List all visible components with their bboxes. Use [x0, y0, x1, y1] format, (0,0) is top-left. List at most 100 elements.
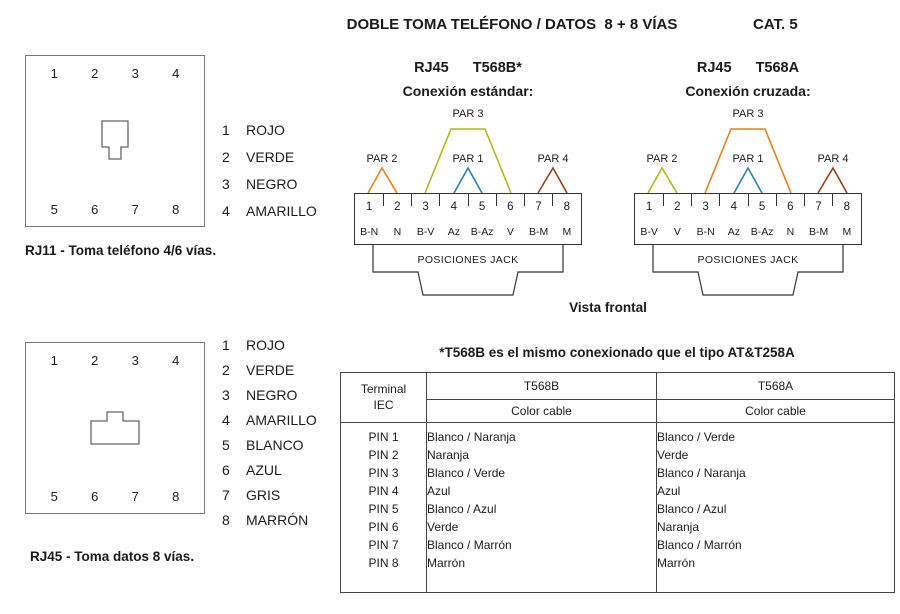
par4-label: PAR 4: [818, 153, 849, 165]
jack-pin-number: 8: [552, 194, 581, 219]
jack-pin-number: 8: [832, 194, 861, 219]
legend-pin-number: 5: [222, 436, 230, 453]
cell-pin: PIN 3: [340, 464, 427, 482]
socket-pin-number: 7: [131, 488, 139, 504]
legend-pin-number: 8: [222, 511, 230, 528]
legend-pin-number: 6: [222, 461, 230, 478]
socket-pin-number: 6: [91, 488, 99, 504]
jack-front-shape: [372, 245, 564, 296]
legend-item: 8 MARRÓN: [222, 507, 317, 532]
jack-pin-number: 3: [690, 194, 720, 219]
rj45-bottom-numbers: 5 6 7 8: [26, 479, 204, 513]
jack-pin-color-code: B-Az: [750, 225, 774, 238]
rj45-jack-shape: [90, 411, 140, 445]
socket-pin-number: 2: [91, 65, 99, 81]
jack-pin-color-code: N: [393, 225, 402, 238]
cell-t568b: Verde: [426, 518, 657, 536]
t568b-column-header: T568B: [426, 372, 657, 400]
rj45-connector: [26, 377, 204, 479]
socket-pin-number: 5: [50, 488, 58, 504]
t568b-jack-outline: POSICIONES JACK: [372, 245, 564, 296]
cell-t568a: Verde: [657, 448, 689, 462]
cell-t568a: Blanco / Marrón: [657, 538, 742, 552]
socket-pin-number: 7: [131, 201, 139, 217]
cell-pin: PIN 7: [340, 536, 427, 554]
legend-color-name: VERDE: [246, 148, 295, 165]
jack-pin-color-code: B-N: [360, 225, 379, 238]
par3-lines: [704, 128, 792, 193]
jack-pin-color-code: N: [786, 225, 795, 238]
rj11-jack-shape: [101, 120, 129, 160]
socket-pin-number: 1: [50, 65, 58, 81]
cell-pin: PIN 1: [340, 422, 427, 446]
legend-color-name: AZUL: [246, 461, 282, 478]
terminal-iec-header: Terminal IEC: [340, 372, 427, 423]
legend-color-name: ROJO: [246, 336, 285, 353]
cell-t568a: Blanco / Naranja: [657, 466, 746, 480]
legend-color-name: AMARILLO: [246, 202, 317, 219]
par2-lines: [367, 166, 398, 193]
legend-color-name: NEGRO: [246, 386, 298, 403]
legend-item: 4 AMARILLO: [222, 197, 317, 224]
cell-t568a: Marrón: [657, 556, 696, 570]
legend-item: 6 AZUL: [222, 457, 317, 482]
jack-pin-number: 5: [747, 194, 776, 219]
terminal-header-line2: IEC: [373, 397, 394, 412]
cell-pin: PIN 6: [340, 518, 427, 536]
par4-lines: [817, 166, 848, 193]
jack-pin-color-code: B-Az: [470, 225, 494, 238]
vista-frontal-label: Vista frontal: [569, 300, 647, 315]
cell-pin: PIN 5: [340, 500, 427, 518]
jack-positions-label: POSICIONES JACK: [697, 254, 798, 266]
t568b-standard-label: T568B*: [472, 60, 522, 76]
cell-t568b: Azul: [426, 482, 657, 500]
t568b-heading: RJ45 T568B*: [348, 60, 588, 78]
jack-pin-color-code: V: [673, 225, 681, 238]
legend-color-name: VERDE: [246, 361, 295, 378]
wiring-color-table: Terminal IEC T568B T568A Color cable Col…: [340, 372, 895, 593]
t568a-jack-outline: POSICIONES JACK: [652, 245, 844, 296]
t568b-diagram: RJ45 T568B* Conexión estándar: PAR 3 PAR…: [348, 60, 588, 303]
legend-pin-number: 1: [222, 121, 230, 138]
legend-pin-number: 2: [222, 361, 230, 378]
legend-pin-number: 4: [222, 202, 230, 219]
legend-color-name: GRIS: [246, 486, 281, 503]
par2-lines: [647, 166, 678, 193]
par3-label: PAR 3: [733, 108, 764, 120]
socket-pin-number: 3: [131, 352, 139, 368]
par1-lines: [733, 166, 763, 193]
cell-pin: PIN 8: [340, 554, 427, 593]
t568a-diagram: RJ45 T568A Conexión cruzada: PAR 3 PAR 2…: [628, 60, 868, 303]
cell-t568b: Blanco / Naranja: [426, 422, 657, 446]
t568a-subheading: Conexión cruzada:: [685, 83, 811, 99]
par2-label: PAR 2: [367, 153, 398, 165]
cell-t568b: Blanco / Verde: [426, 464, 657, 482]
par1-lines: [453, 166, 483, 193]
cell-t568b: Naranja: [426, 446, 657, 464]
t568b-subheading: Conexión estándar:: [402, 83, 534, 99]
legend-pin-number: 4: [222, 411, 230, 428]
jack-pin-color-code: V: [506, 225, 514, 238]
t568b-note: *T568B es el mismo conexionado que el ti…: [439, 345, 795, 360]
t568a-standard-label: T568A: [755, 60, 800, 76]
jack-pin-number: 7: [803, 194, 833, 219]
jack-pin-color-code: B-M: [809, 225, 829, 238]
socket-pin-number: 8: [172, 488, 180, 504]
t568b-connector-label: RJ45: [414, 60, 449, 76]
legend-color-name: MARRÓN: [246, 511, 309, 528]
